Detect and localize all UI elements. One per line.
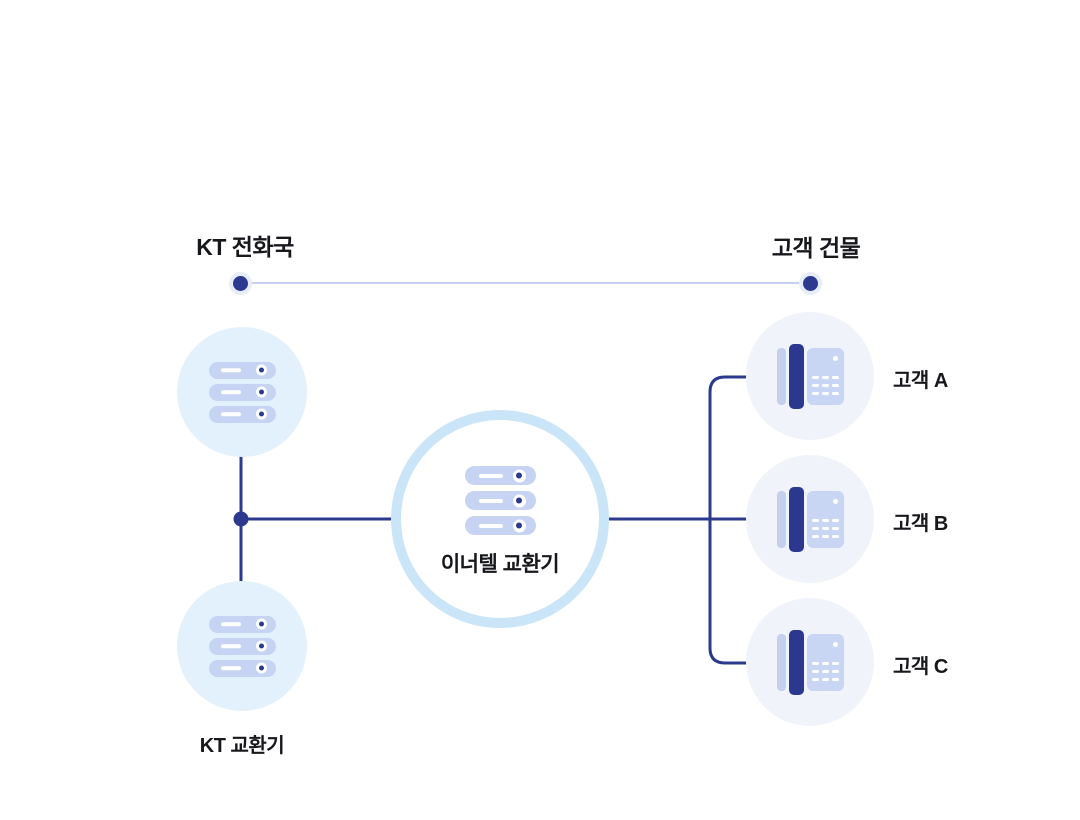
customer-a-label: 고객 A: [893, 370, 948, 392]
innertel-exchange-node: 이너텔 교환기: [391, 410, 609, 628]
desk-phone-icon: [776, 629, 844, 695]
customer-b-node: [746, 455, 874, 583]
kt-central-office-node: [177, 327, 307, 457]
customer-a-node: [746, 312, 874, 440]
server-rack-icon: [208, 361, 276, 423]
kt-exchange-node: [177, 581, 307, 711]
left-group-title: KT 전화국: [196, 234, 294, 260]
junction-dot: [233, 511, 249, 527]
kt-exchange-label: KT 교환기: [199, 735, 285, 757]
desk-phone-icon: [776, 343, 844, 409]
line-customer-bus: [708, 375, 746, 665]
top-connector-line: [240, 282, 810, 284]
customer-b-label: 고객 B: [893, 513, 948, 535]
server-rack-icon: [464, 466, 536, 535]
server-rack-icon: [208, 615, 276, 677]
right-group-title: 고객 건물: [771, 235, 861, 261]
customer-c-node: [746, 598, 874, 726]
innertel-exchange-label: 이너텔 교환기: [440, 553, 560, 576]
right-endpoint-dot: [802, 275, 818, 291]
desk-phone-icon: [776, 486, 844, 552]
left-endpoint-dot: [232, 275, 248, 291]
customer-c-label: 고객 C: [893, 656, 948, 678]
